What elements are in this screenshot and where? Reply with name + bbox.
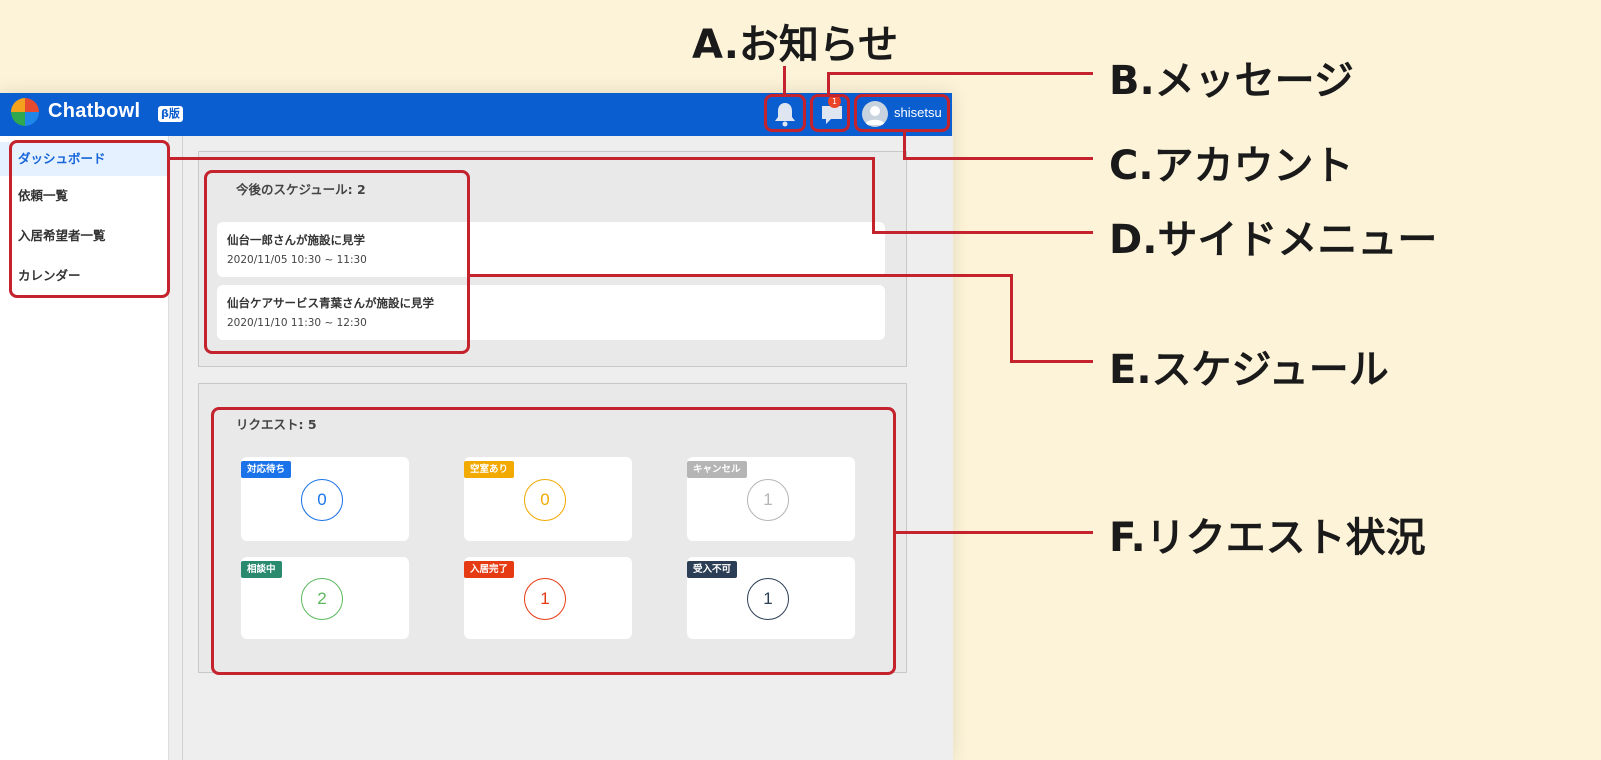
leader-line-d — [872, 157, 875, 234]
leader-line-e — [470, 274, 1013, 277]
leader-line-e — [1010, 274, 1013, 363]
top-bar: Chatbowl β版 1 shisetsu — [0, 93, 952, 136]
status-count: 0 — [524, 479, 566, 521]
sidebar-item-dashboard[interactable]: ダッシュボード — [0, 142, 168, 176]
schedule-panel: 今後のスケジュール: 2 仙台一郎さんが施設に見学 2020/11/05 10:… — [198, 151, 907, 367]
message-button[interactable] — [817, 99, 847, 129]
schedule-item[interactable]: 仙台一郎さんが施設に見学 2020/11/05 10:30 ~ 11:30 — [217, 222, 885, 277]
status-badge: 対応待ち — [241, 461, 292, 478]
notification-button[interactable] — [770, 99, 800, 129]
leader-line-b — [827, 72, 830, 94]
side-menu: ダッシュボード 依頼一覧 入居希望者一覧 カレンダー — [0, 136, 169, 760]
main-content: 今後のスケジュール: 2 仙台一郎さんが施設に見学 2020/11/05 10:… — [182, 136, 953, 760]
callout-notification: A.お知らせ — [692, 22, 899, 68]
account-name: shisetsu — [894, 105, 942, 120]
brand-name: Chatbowl — [48, 100, 141, 122]
request-status-card[interactable]: 相談中 2 — [241, 557, 409, 639]
request-title: リクエスト: 5 — [236, 417, 317, 432]
request-status-card[interactable]: 空室あり 0 — [464, 457, 632, 541]
callout-schedule: E.スケジュール — [1109, 347, 1389, 393]
status-count: 2 — [301, 578, 343, 620]
status-count: 1 — [747, 578, 789, 620]
schedule-item[interactable]: 仙台ケアサービス青葉さんが施設に見学 2020/11/10 11:30 ~ 12… — [217, 285, 885, 340]
status-badge: 入居完了 — [464, 561, 515, 578]
schedule-title: 今後のスケジュール: 2 — [236, 182, 366, 197]
sidebar-item-requests[interactable]: 依頼一覧 — [18, 188, 69, 203]
callout-requests: F.リクエスト状況 — [1109, 515, 1426, 561]
sidebar-item-calendar[interactable]: カレンダー — [18, 268, 81, 283]
beta-badge: β版 — [158, 106, 183, 122]
app-window: Chatbowl β版 1 shisetsu ダッシュボード — [0, 93, 953, 760]
leader-line-d — [170, 157, 875, 160]
request-panel: リクエスト: 5 対応待ち 0 空室あり 0 キャンセル 1 相談中 2 入居完… — [198, 383, 907, 673]
status-count: 1 — [747, 479, 789, 521]
leader-line-e — [1010, 360, 1093, 363]
status-badge: 空室あり — [464, 461, 515, 478]
request-status-card[interactable]: 入居完了 1 — [464, 557, 632, 639]
highlight-requests — [211, 407, 896, 675]
leader-line-c — [903, 132, 906, 159]
schedule-item-title: 仙台一郎さんが施設に見学 — [227, 233, 365, 247]
highlight-side-menu — [9, 140, 170, 298]
highlight-schedule — [204, 170, 470, 354]
avatar — [862, 101, 888, 127]
highlight-message — [810, 94, 850, 132]
highlight-account — [854, 94, 950, 132]
leader-line-f — [896, 531, 1093, 534]
status-badge: 受入不可 — [687, 561, 738, 578]
leader-line-d — [872, 231, 1093, 234]
request-status-card[interactable]: 受入不可 1 — [687, 557, 855, 639]
user-icon — [865, 106, 885, 125]
request-status-card[interactable]: 対応待ち 0 — [241, 457, 409, 541]
request-status-card[interactable]: キャンセル 1 — [687, 457, 855, 541]
bell-icon — [775, 103, 795, 127]
status-badge: 相談中 — [241, 561, 282, 578]
schedule-item-time: 2020/11/05 10:30 ~ 11:30 — [227, 254, 367, 266]
status-count: 0 — [301, 479, 343, 521]
callout-account: C.アカウント — [1109, 143, 1354, 189]
schedule-item-time: 2020/11/10 11:30 ~ 12:30 — [227, 317, 367, 329]
highlight-notification — [764, 94, 806, 132]
chatbowl-logo-icon — [11, 98, 39, 126]
callout-message: B.メッセージ — [1109, 58, 1354, 104]
account-button[interactable]: shisetsu — [860, 99, 952, 129]
schedule-item-title: 仙台ケアサービス青葉さんが施設に見学 — [227, 296, 434, 310]
leader-line-b — [827, 72, 1093, 75]
status-count: 1 — [524, 578, 566, 620]
message-count-badge: 1 — [828, 95, 841, 108]
callout-side-menu: D.サイドメニュー — [1109, 217, 1438, 263]
leader-line-a — [783, 66, 786, 94]
status-badge: キャンセル — [687, 461, 747, 478]
sidebar-item-applicants[interactable]: 入居希望者一覧 — [18, 228, 106, 243]
chat-bubble-icon — [822, 106, 842, 124]
leader-line-c — [903, 157, 1093, 160]
